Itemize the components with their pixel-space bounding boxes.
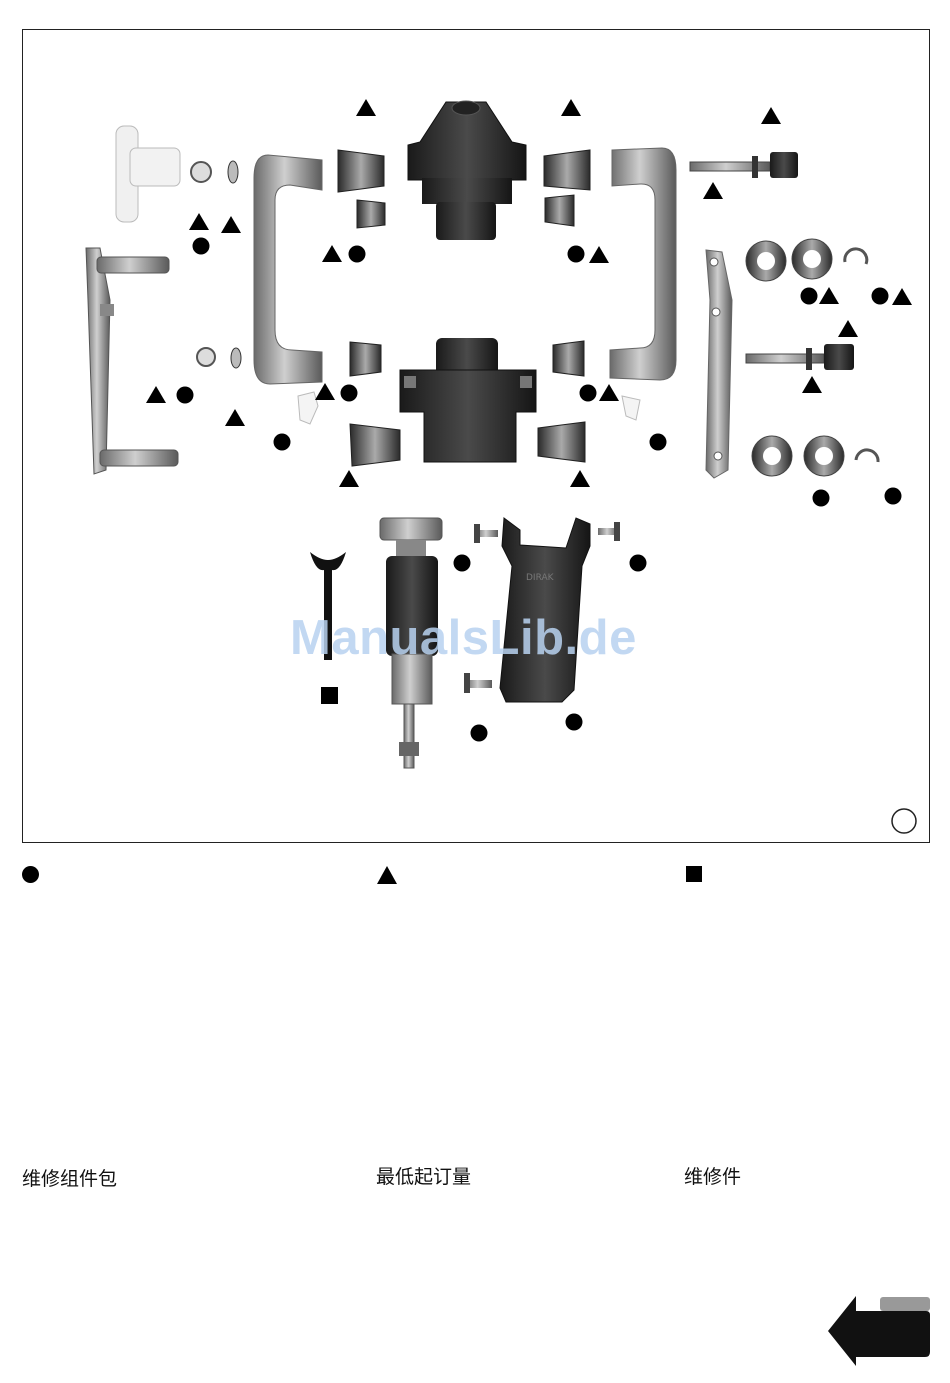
marker-triangle [339,470,359,487]
right-handle [610,148,676,380]
marker-circle [471,725,488,742]
marker-triangle [561,99,581,116]
marker-triangle [225,409,245,426]
nut-upper [191,161,238,183]
marker-triangle [599,384,619,401]
legend-triangle-symbol [376,865,398,885]
marker-circle [341,385,358,402]
marker-triangle [322,245,342,262]
marker-circle [177,387,194,404]
legend-circle-symbol [22,866,39,883]
upper-lock-body [408,101,526,240]
marker-triangle [761,107,781,124]
marker-triangle [570,470,590,487]
marker-circle [650,434,667,451]
small-key-right [622,396,640,420]
t-handle-key [116,126,180,222]
marker-triangle [703,182,723,199]
marker-square [321,687,338,704]
marker-triangle [802,376,822,393]
legend-label-spare-part: 维修件 [684,1162,741,1189]
marker-circle [885,488,902,505]
marker-circle [349,246,366,263]
next-page-arrow-icon[interactable] [826,1294,932,1368]
marker-circle [813,490,830,507]
right-link-plate [706,250,732,478]
washers-lower [752,436,878,476]
marker-circle [568,246,585,263]
marker-circle [801,288,818,305]
marker-triangle [838,320,858,337]
left-lever-with-pins [86,248,178,474]
svg-text:DIRAK: DIRAK [526,573,555,583]
marker-circle [580,385,597,402]
marker-triangle [315,383,335,400]
marker-triangle [146,386,166,403]
legend-label-service-kit: 维修组件包 [22,1164,117,1191]
figure-reference-circle [892,809,916,833]
marker-triangle [356,99,376,116]
nut-lower [197,348,241,368]
small-key-left [298,392,318,424]
marker-circle [454,555,471,572]
bolt-upper [690,152,798,178]
left-handle [254,155,322,384]
marker-triangle [189,213,209,230]
marker-triangle [819,287,839,304]
bolt-lower [746,344,854,370]
marker-triangle [892,288,912,305]
marker-circle [630,555,647,572]
watermark: ManualsLib.de [290,610,637,666]
legend-square-symbol [686,866,702,882]
marker-triangle [221,216,241,233]
lower-lock-body [400,338,536,462]
legend-label-minimum-order: 最低起订量 [376,1162,471,1189]
marker-circle [566,714,583,731]
marker-triangle [589,246,609,263]
marker-circle [872,288,889,305]
washers-upper [746,239,867,281]
marker-circle [274,434,291,451]
marker-circle [193,238,210,255]
